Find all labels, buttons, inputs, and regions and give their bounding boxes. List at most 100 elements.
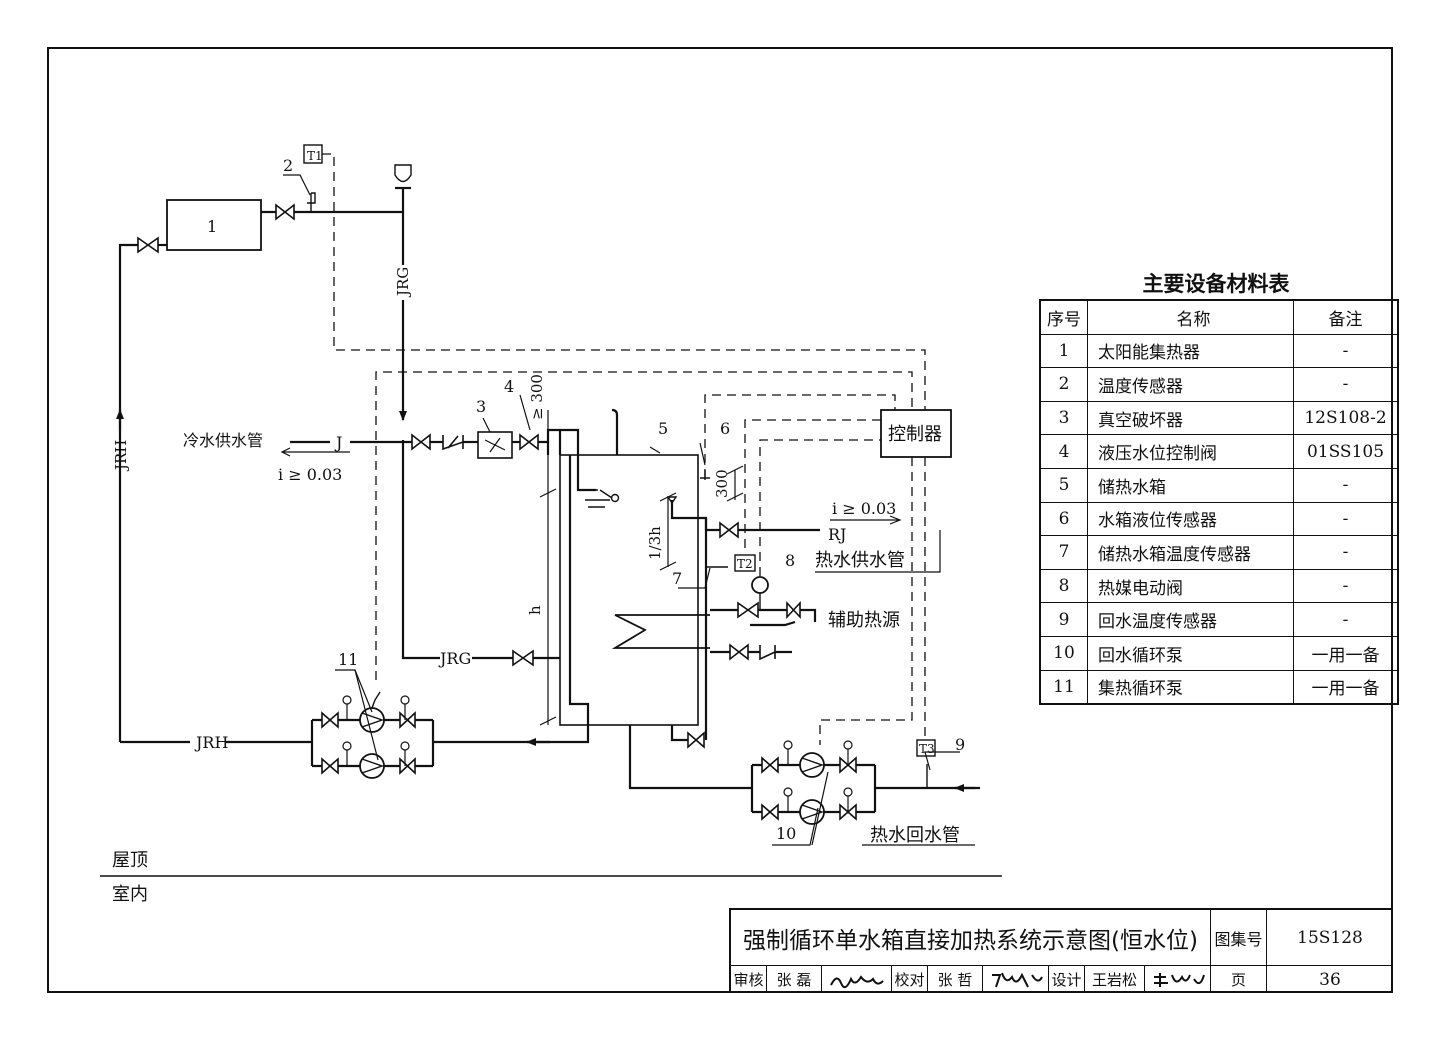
row-note: - (1293, 602, 1399, 637)
callout-4: 4 (504, 377, 514, 396)
row-note: 一用一备 (1293, 669, 1399, 705)
slope-hot-label: i ≥ 0.03 (832, 499, 896, 518)
pipe-jrg-vertical: JRG (394, 267, 412, 298)
header-no: 序号 (1039, 299, 1088, 335)
row-number: 4 (1039, 434, 1088, 469)
controller-label: 控制器 (888, 424, 942, 445)
row-name: 集热循环泵 (1087, 669, 1294, 705)
callout-3: 3 (476, 397, 486, 416)
pipe-jrg-bottom: JRG (438, 649, 471, 668)
dim-third-h: 1/3h (646, 526, 664, 560)
designer-signature (1145, 966, 1211, 993)
title-block: 强制循环单水箱直接加热系统示意图(恒水位) 图集号 15S128 审核 张 磊 … (729, 908, 1393, 993)
header-note: 备注 (1293, 299, 1399, 335)
row-note: 01SS105 (1293, 434, 1399, 469)
row-number: 11 (1039, 669, 1088, 705)
row-name: 液压水位控制阀 (1087, 434, 1294, 469)
row-number: 10 (1039, 635, 1088, 671)
design-label: 设计 (1049, 966, 1085, 993)
row-number: 1 (1039, 333, 1088, 369)
valves (137, 203, 857, 821)
row-note: - (1293, 367, 1399, 402)
indoor-label: 室内 (112, 884, 148, 905)
dim-h: h (526, 605, 544, 615)
callout-9: 9 (955, 735, 965, 754)
review-label: 审核 (731, 966, 767, 993)
sensor-t3-label: T3 (919, 742, 935, 756)
pipe-jrh-bottom: JRH (194, 733, 228, 752)
pipes (116, 186, 980, 814)
row-name: 水箱液位传感器 (1087, 501, 1294, 537)
row-note: - (1293, 467, 1399, 503)
row-name: 温度传感器 (1087, 367, 1294, 402)
table-header-row: 序号 名称 备注 (1039, 299, 1399, 335)
aux-heat-label: 辅助热源 (828, 610, 900, 631)
row-number: 2 (1039, 367, 1088, 402)
pipe-rj-label: RJ (828, 525, 846, 544)
roof-label: 屋顶 (112, 850, 148, 871)
row-note: 一用一备 (1293, 635, 1399, 671)
controller-box (880, 409, 952, 458)
row-number: 9 (1039, 602, 1088, 637)
cold-supply-label: 冷水供水管 (183, 431, 263, 450)
collector-label: 1 (207, 217, 217, 236)
checker-name: 张 哲 (928, 966, 983, 993)
row-number: 6 (1039, 501, 1088, 537)
drawing-title: 强制循环单水箱直接加热系统示意图(恒水位) (731, 910, 1211, 966)
header-name: 名称 (1087, 299, 1294, 335)
callout-10: 10 (776, 824, 796, 843)
callout-2: 2 (283, 156, 293, 175)
signal-lines (322, 153, 926, 745)
row-name: 热媒电动阀 (1087, 568, 1294, 604)
checker-signature (983, 966, 1049, 993)
reviewer-name: 张 磊 (767, 966, 822, 993)
solar-collector (166, 199, 262, 251)
sensor-t2-label: T2 (737, 557, 753, 571)
check-label: 校对 (892, 966, 928, 993)
dim-300-top: ≥ 300 (528, 374, 546, 420)
row-note: - (1293, 568, 1399, 604)
row-name: 太阳能集热器 (1087, 333, 1294, 369)
callout-8: 8 (785, 551, 795, 570)
atlas-label: 图集号 (1211, 910, 1267, 966)
hot-supply-label: 热水供水管 (815, 550, 905, 571)
slope-cold-label: i ≥ 0.03 (278, 465, 342, 484)
row-name: 回水循环泵 (1087, 635, 1294, 671)
callout-6: 6 (720, 419, 730, 438)
check-valves (442, 435, 776, 661)
equipment-table-title: 主要设备材料表 (1142, 272, 1290, 296)
designer-name: 王岩松 (1085, 966, 1145, 993)
callout-7: 7 (672, 569, 682, 588)
hot-return-label: 热水回水管 (870, 825, 960, 846)
row-name: 回水温度传感器 (1087, 602, 1294, 637)
callout-11: 11 (338, 650, 358, 669)
row-number: 5 (1039, 467, 1088, 503)
reviewer-signature (822, 966, 892, 993)
row-number: 3 (1039, 400, 1088, 436)
row-note: 12S108-2 (1293, 400, 1399, 436)
row-note: - (1293, 501, 1399, 537)
row-number: 7 (1039, 535, 1088, 570)
row-name: 真空破坏器 (1087, 400, 1294, 436)
page-label: 页 (1211, 966, 1267, 993)
dim-300-side: 300 (713, 469, 731, 498)
row-number: 8 (1039, 568, 1088, 604)
row-name: 储热水箱 (1087, 467, 1294, 503)
sensor-t1-label: T1 (307, 149, 323, 163)
atlas-number: 15S128 (1267, 910, 1393, 966)
row-note: - (1293, 535, 1399, 570)
row-note: - (1293, 333, 1399, 369)
